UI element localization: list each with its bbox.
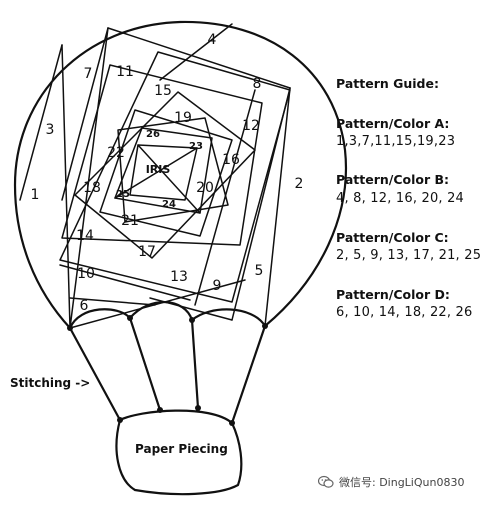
piece-number: 23 [189,141,203,152]
paper-piecing-label: Paper Piecing [135,442,228,456]
iris-square [129,144,198,201]
wechat-icon [318,475,334,488]
piece-number: 26 [146,129,160,140]
piece-number: 2 [295,176,304,192]
stitching-label: Stitching -> [10,376,91,390]
piece-number: 21 [121,213,139,229]
piece-number: 8 [253,76,262,92]
spiral-ring-outer [59,51,291,303]
piece-number: 1 [31,187,40,203]
piece-number: 24 [162,199,176,210]
pattern-guide-heading: Pattern/Color B: [336,172,449,187]
pattern-guide-heading: Pattern/Color A: [336,116,450,131]
piece-number: 3 [46,122,55,138]
spiral-ring-1 [99,109,233,237]
spiral-ring-2 [74,91,256,259]
pattern-guide-heading: Pattern/Color D: [336,287,450,302]
pattern-guide-pieces: 4, 8, 12, 16, 20, 24 [336,191,465,206]
basket-panels [68,301,267,496]
pattern-guide-pieces: 6, 10, 14, 18, 22, 26 [336,305,473,320]
piece-number: 18 [83,180,101,196]
spiral-ring-inner [117,117,229,223]
piece-number: 15 [154,83,172,99]
piece-number: 25 [116,189,130,200]
piece-number: 6 [80,298,89,314]
outer-seams [19,23,291,329]
pattern-guide-heading: Pattern/Color C: [336,230,449,245]
piece-number: 14 [76,228,94,244]
piece-number: 10 [77,266,95,282]
piece-number: 13 [170,269,188,285]
piece-number: 11 [116,64,134,80]
spiral-ring-3 [61,64,263,246]
pattern-guide-title: Pattern Guide: [336,76,439,91]
piece-number: 20 [196,180,214,196]
pattern-guide-pieces: 2, 5, 9, 13, 17, 21, 25 [336,248,482,263]
piece-number: 9 [213,278,222,294]
piece-number: 7 [84,66,93,82]
piece-number: 16 [222,152,240,168]
piece-number: 17 [138,244,156,260]
piece-number: 19 [174,110,192,126]
balloon-envelope-outline [13,20,347,330]
iris-center-label: IRIS [146,163,171,176]
piece-number: 4 [208,32,217,48]
pattern-guide-pieces: 1,3,7,11,15,19,23 [336,134,456,149]
piece-number: 5 [255,263,264,279]
watermark-text: 微信号: DingLiQun0830 [339,476,465,489]
piece-number: 22 [107,145,125,161]
stitch-dots [67,315,268,426]
piece-number: 12 [242,118,260,134]
watermark: 微信号: DingLiQun0830 [318,474,464,490]
piece-numbers: 1 2 3 4 5 6 7 8 9 10 11 12 13 14 15 16 1… [31,32,304,314]
